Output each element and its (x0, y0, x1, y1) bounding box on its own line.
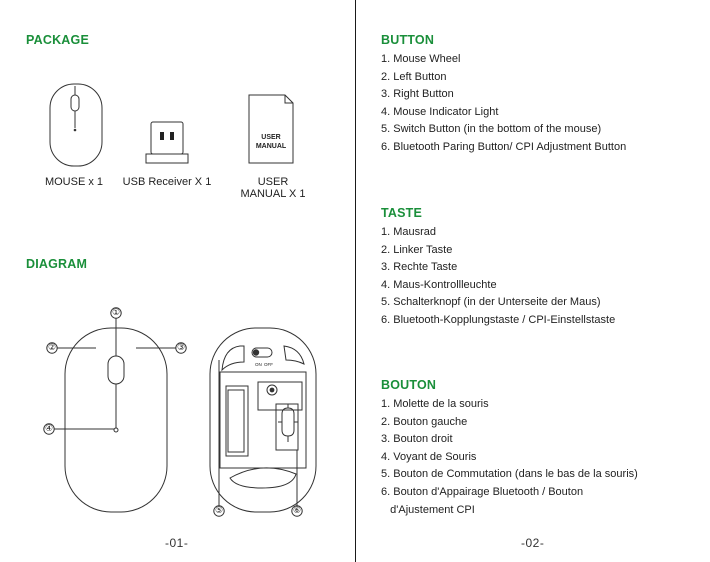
callout-1: ① (112, 308, 120, 318)
package-heading: PACKAGE (26, 33, 89, 47)
taste-heading: TASTE (381, 206, 423, 220)
list-item: 5. Schalterknopf (in der Unterseite der … (381, 296, 601, 309)
page-divider (355, 0, 356, 562)
callout-2: ② (48, 343, 56, 353)
diagram-mouse-top: ① ② ③ ④ (43, 307, 187, 513)
list-item: 1. Molette de la souris (381, 398, 489, 410)
switch-on-label: ON (255, 362, 262, 367)
bouton-list: 1. Molette de la souris 2. Bouton gauche… (381, 396, 638, 519)
list-item: 5. Switch Button (in the bottom of the m… (381, 123, 602, 136)
manual-booklet-label-1: USER (261, 134, 280, 141)
list-item: 3. Rechte Taste (381, 261, 458, 274)
list-item: d'Ajustement CPI (381, 503, 475, 516)
button-heading: BUTTON (381, 33, 435, 47)
list-item: 5. Bouton de Commutation (dans le bas de… (381, 468, 638, 481)
diagram-mouse-bottom: ON OFF ⑤ ⑥ (209, 327, 317, 517)
user-manual-icon: USER MANUAL (248, 94, 294, 164)
usb-receiver-icon (145, 121, 189, 164)
list-item: 4. Mouse Indicator Light (381, 105, 499, 118)
list-item: 2. Left Button (381, 70, 447, 83)
list-item: 4. Voyant de Souris (381, 450, 477, 463)
list-item: 4. Maus-Kontrollleuchte (381, 278, 497, 291)
list-item: 6. Bouton d'Appairage Bluetooth / Bouton (381, 485, 584, 498)
switch-off-label: OFF (264, 362, 273, 367)
page-number-right: -02- (521, 536, 545, 550)
page-left: PACKAGE USER MANUAL MOUSE x 1 USB Receiv… (26, 33, 320, 550)
usb-receiver-caption: USB Receiver X 1 (122, 176, 212, 188)
page-number-left: -01- (165, 536, 189, 550)
list-item: 3. Bouton droit (381, 433, 453, 446)
list-item: 6. Bluetooth Paring Button/ CPI Adjustme… (381, 140, 627, 153)
callout-5: ⑤ (215, 506, 223, 516)
manual-caption-line1: USER (257, 176, 289, 188)
taste-list: 1. Mausrad 2. Linker Taste 3. Rechte Tas… (381, 224, 615, 330)
callout-6: ⑥ (293, 506, 301, 516)
manual-caption-line2: MANUAL X 1 (240, 188, 306, 200)
list-item: 3. Right Button (381, 88, 454, 101)
page-right: BUTTON 1. Mouse Wheel 2. Left Button 3. … (356, 0, 710, 562)
manual-caption: USER MANUAL X 1 (226, 176, 320, 200)
manual-booklet-label-2: MANUAL (256, 143, 287, 150)
diagram-heading: DIAGRAM (26, 257, 88, 271)
mouse-caption: MOUSE x 1 (44, 176, 104, 188)
bouton-heading: BOUTON (381, 378, 437, 392)
callout-4: ④ (45, 424, 53, 434)
list-item: 1. Mausrad (381, 226, 437, 238)
mouse-top-icon (49, 83, 103, 167)
button-list: 1. Mouse Wheel 2. Left Button 3. Right B… (381, 51, 626, 157)
list-item: 2. Linker Taste (381, 243, 453, 256)
callout-3: ③ (177, 343, 185, 353)
list-item: 2. Bouton gauche (381, 415, 468, 428)
list-item: 6. Bluetooth-Kopplungstaste / CPI-Einste… (381, 313, 616, 326)
list-item: 1. Mouse Wheel (381, 53, 461, 65)
